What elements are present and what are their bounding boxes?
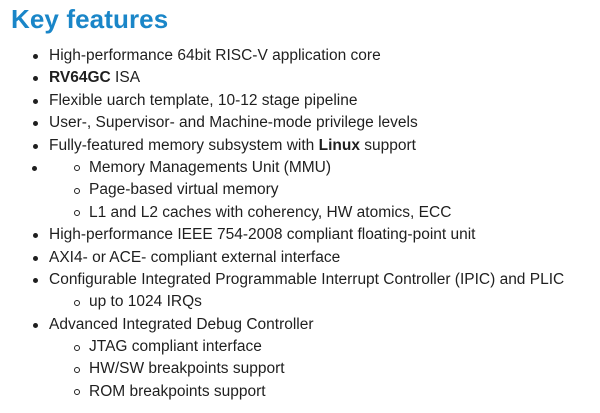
list-item: Flexible uarch template, 10-12 stage pip… (0, 90, 600, 112)
sub-list-item-text: L1 and L2 caches with coherency, HW atom… (89, 203, 452, 221)
sub-list-item-text: up to 1024 IRQs (89, 293, 202, 311)
circle-bullet-icon (74, 210, 80, 217)
bold-term: Linux (318, 136, 360, 154)
list-item-text: Configurable Integrated Programmable Int… (49, 270, 565, 288)
sub-list-item: up to 1024 IRQs (0, 291, 600, 313)
sub-list-item-text: ROM breakpoints support (89, 382, 266, 400)
page-title: Key features (11, 4, 169, 34)
sub-list-item: L1 and L2 caches with coherency, HW atom… (0, 202, 600, 224)
sub-list-item: Memory Managements Unit (MMU) (0, 157, 600, 179)
circle-bullet-icon (74, 389, 80, 396)
text-fragment: ISA (110, 69, 141, 87)
text-fragment: support (359, 136, 416, 154)
bold-term: RV64GC (49, 69, 111, 87)
sub-list-item-text: HW/SW breakpoints support (89, 360, 285, 378)
list-item-text: High-performance 64bit RISC-V applicatio… (49, 47, 381, 64)
sub-list-item: ROM breakpoints support (0, 381, 600, 403)
bullet-icon (33, 255, 38, 261)
sub-list-item: Page-based virtual memory (0, 179, 600, 201)
bullet-icon (33, 121, 38, 127)
bullet-icon (33, 277, 38, 283)
list-item: Advanced Integrated Debug Controller (0, 314, 600, 336)
list-item: User-, Supervisor- and Machine-mode priv… (0, 112, 600, 134)
sub-list-item-text: Page-based virtual memory (89, 181, 279, 199)
sub-list-item: JTAG compliant interface (0, 336, 600, 358)
bullet-icon (33, 98, 38, 104)
list-item: AXI4- or ACE- compliant external interfa… (0, 247, 600, 269)
list-item-text: RV64GC ISA (49, 67, 140, 89)
list-item-text: High-performance IEEE 754-2008 compliant… (49, 226, 476, 244)
list-item-text: Advanced Integrated Debug Controller (49, 315, 314, 333)
list-item: Configurable Integrated Programmable Int… (0, 269, 600, 291)
circle-bullet-icon (74, 344, 80, 351)
list-item: High-performance IEEE 754-2008 compliant… (0, 224, 600, 246)
sub-list-item-text: JTAG compliant interface (89, 338, 262, 356)
sub-list-item: HW/SW breakpoints support (0, 358, 600, 380)
list-item-text: Fully-featured memory subsystem with Lin… (49, 135, 416, 157)
list-item: Fully-featured memory subsystem with Lin… (0, 135, 600, 157)
list-item-text: Flexible uarch template, 10-12 stage pip… (49, 91, 358, 109)
list-item: RV64GC ISA (0, 67, 600, 89)
bullet-icon (33, 233, 38, 239)
feature-list: High-performance 64bit RISC-V applicatio… (0, 45, 600, 403)
list-item-text: AXI4- or ACE- compliant external interfa… (49, 248, 341, 266)
text-fragment: Fully-featured memory subsystem with (49, 136, 319, 154)
sub-list-item-text: Memory Managements Unit (MMU) (89, 158, 332, 176)
list-item: High-performance 64bit RISC-V applicatio… (0, 45, 600, 67)
bullet-icon (33, 54, 38, 59)
bullet-icon (33, 76, 38, 82)
bullet-icon (33, 143, 38, 149)
bullet-icon (33, 322, 38, 328)
circle-bullet-icon (74, 187, 80, 194)
bullet-icon (32, 165, 37, 171)
circle-bullet-icon (74, 366, 80, 373)
circle-bullet-icon (74, 299, 80, 306)
list-item-text: User-, Supervisor- and Machine-mode priv… (49, 114, 418, 132)
circle-bullet-icon (74, 165, 80, 172)
